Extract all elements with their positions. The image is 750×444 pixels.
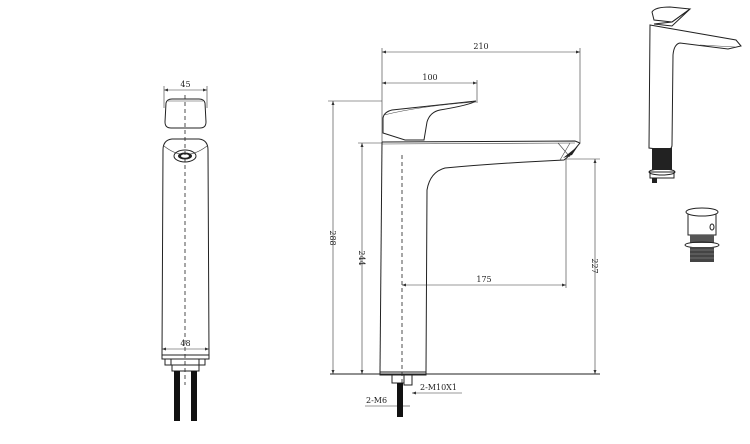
faucet-perspective <box>648 6 742 183</box>
dim-45: 45 <box>180 80 190 89</box>
dim-227: 227 <box>590 258 599 273</box>
dim-244: 244 <box>357 250 366 265</box>
dim-48: 48 <box>180 339 190 348</box>
front-view: 45 48 <box>161 80 210 421</box>
side-view: 210 100 288 <box>328 42 600 417</box>
dim-175: 175 <box>476 275 491 284</box>
dim-210: 210 <box>473 42 488 51</box>
bolt-spec: 2-M6 <box>366 396 387 405</box>
dim-100: 100 <box>422 73 437 82</box>
thread-spec: 2-M10X1 <box>420 383 457 392</box>
dim-288: 288 <box>328 230 337 245</box>
waste-perspective <box>684 207 720 262</box>
